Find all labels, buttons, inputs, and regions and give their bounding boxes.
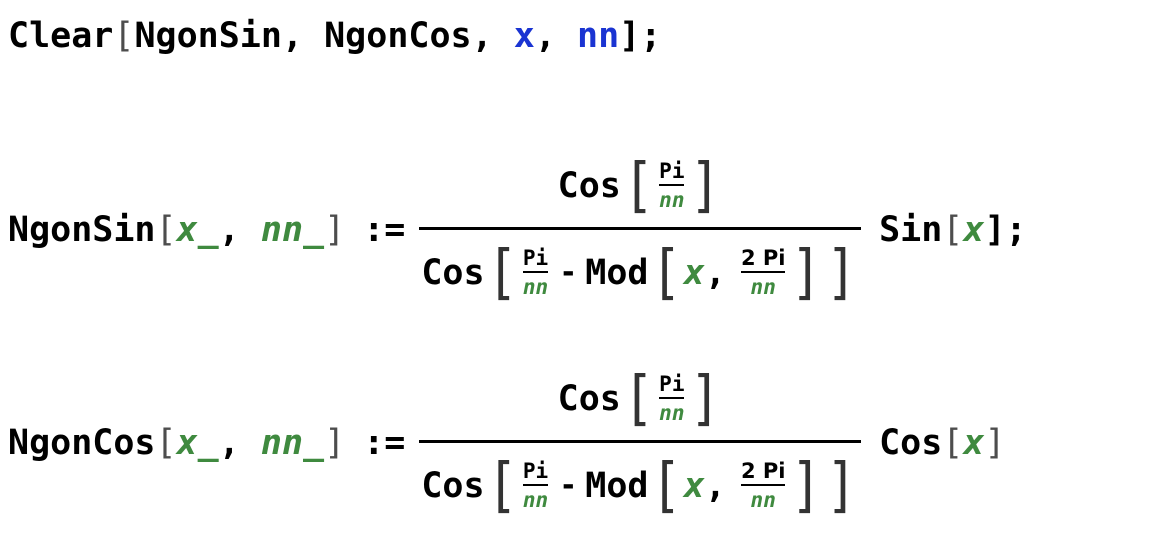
open-bracket: [ <box>650 238 682 307</box>
frac-numerator: 2 Pi <box>740 458 786 483</box>
ngonsin-definition-cell[interactable]: NgonSin[x_, nn_] := Cos [ Pi nn ] Cos [ … <box>8 145 1027 315</box>
param-x: x_ <box>176 423 219 463</box>
comma: , <box>471 16 514 56</box>
clear-arg-ngonsin: NgonSin <box>134 16 282 56</box>
cos-function: Cos <box>557 378 621 419</box>
param-nn: nn_ <box>260 423 325 463</box>
arg-x: x <box>963 210 985 250</box>
set-delayed-operator: := <box>363 210 406 250</box>
pi-over-nn-fraction: Pi nn <box>659 371 685 426</box>
ngonsin-fraction: Cos [ Pi nn ] Cos [ Pi nn - Mod <box>419 145 862 316</box>
open-bracket: [ <box>486 238 518 307</box>
pi-over-nn-fraction: Pi nn <box>522 245 549 300</box>
ngoncos-numerator: Cos [ Pi nn ] <box>558 358 723 440</box>
close-bracket-semicolon: ]; <box>619 16 662 56</box>
mod-function: Mod <box>585 252 649 293</box>
close-bracket: ] <box>825 238 858 307</box>
open-bracket: [ <box>942 423 964 463</box>
ngoncos-denominator: Cos [ Pi nn - Mod [ x , 2 Pi nn ]] <box>419 443 861 529</box>
close-bracket: ] <box>689 151 721 220</box>
close-bracket: ] <box>324 210 346 250</box>
open-bracket: [ <box>942 210 964 250</box>
ngonsin-denominator: Cos [ Pi nn - Mod [ x , 2 Pi nn ]] <box>419 230 861 316</box>
cos-function: Cos <box>557 165 621 206</box>
fraction-bar <box>419 226 862 230</box>
comma: , <box>218 210 261 250</box>
open-bracket: [ <box>650 451 682 520</box>
frac-numerator: Pi <box>659 158 685 183</box>
comma: , <box>281 16 325 56</box>
frac-numerator: Pi <box>659 371 685 396</box>
close-bracket: ] <box>689 364 721 433</box>
frac-bar <box>659 183 685 186</box>
close-bracket: ] <box>984 423 1006 463</box>
ngoncos-definition-cell[interactable]: NgonCos[x_, nn_] := Cos [ Pi nn ] Cos [ … <box>8 358 1006 528</box>
cos-function: Cos <box>879 423 943 463</box>
cos-function: Cos <box>421 252 485 293</box>
frac-denominator: nn <box>750 274 776 299</box>
open-bracket: [ <box>155 423 177 463</box>
clear-arg-ngoncos: NgonCos <box>324 16 472 56</box>
frac-bar <box>740 270 786 273</box>
close-bracket: ] <box>825 451 858 520</box>
fraction-bar <box>419 439 862 443</box>
ngonsin-name: NgonSin <box>8 210 156 250</box>
comma: , <box>534 16 578 56</box>
cos-function: Cos <box>421 465 485 506</box>
mod-arg-x: x <box>683 252 705 293</box>
frac-bar <box>659 396 685 399</box>
frac-denominator: nn <box>522 274 549 299</box>
sin-function: Sin <box>879 210 943 250</box>
comma: , <box>704 252 726 293</box>
open-bracket: [ <box>155 210 177 250</box>
pi-over-nn-fraction: Pi nn <box>659 158 685 213</box>
param-x: x_ <box>176 210 219 250</box>
two-pi-over-nn-fraction: 2 Pi nn <box>740 458 786 513</box>
clear-arg-nn: nn <box>577 16 620 56</box>
ngonsin-numerator: Cos [ Pi nn ] <box>558 145 723 227</box>
frac-numerator: 2 Pi <box>740 245 786 270</box>
ngoncos-lhs: NgonCos[x_, nn_] <box>8 423 345 463</box>
frac-denominator: nn <box>750 487 776 512</box>
param-nn: nn_ <box>260 210 325 250</box>
two-pi-over-nn-fraction: 2 Pi nn <box>740 245 786 300</box>
open-bracket: [ <box>486 451 518 520</box>
open-bracket: [ <box>622 364 655 433</box>
ngonsin-lhs: NgonSin[x_, nn_] <box>8 210 345 250</box>
close-bracket: ] <box>790 238 822 307</box>
clear-arg-x: x <box>513 16 535 56</box>
frac-bar <box>522 483 549 486</box>
close-bracket: ] <box>790 451 822 520</box>
comma: , <box>704 465 726 506</box>
open-bracket: [ <box>113 16 135 56</box>
open-bracket: [ <box>622 151 655 220</box>
ngonsin-rhs: Sin[x]; <box>879 210 1027 250</box>
frac-bar <box>522 270 549 273</box>
frac-numerator: Pi <box>522 458 549 483</box>
arg-x: x <box>963 423 985 463</box>
clear-function: Clear <box>8 16 114 56</box>
frac-denominator: nn <box>659 187 685 212</box>
minus-operator: - <box>559 468 578 503</box>
comma: , <box>218 423 261 463</box>
close-bracket: ] <box>324 423 346 463</box>
frac-denominator: nn <box>659 400 685 425</box>
mod-arg-x: x <box>683 465 705 506</box>
pi-over-nn-fraction: Pi nn <box>522 458 549 513</box>
ngoncos-rhs: Cos[x] <box>879 423 1005 463</box>
frac-bar <box>740 483 786 486</box>
set-delayed-operator: := <box>363 423 406 463</box>
ngoncos-fraction: Cos [ Pi nn ] Cos [ Pi nn - Mod <box>419 358 862 529</box>
frac-denominator: nn <box>522 487 549 512</box>
clear-input-cell[interactable]: Clear[NgonSin, NgonCos, x, nn]; <box>8 14 661 58</box>
minus-operator: - <box>559 255 578 290</box>
close-bracket-semicolon: ]; <box>984 210 1027 250</box>
frac-numerator: Pi <box>522 245 549 270</box>
mod-function: Mod <box>585 465 649 506</box>
ngoncos-name: NgonCos <box>8 423 156 463</box>
